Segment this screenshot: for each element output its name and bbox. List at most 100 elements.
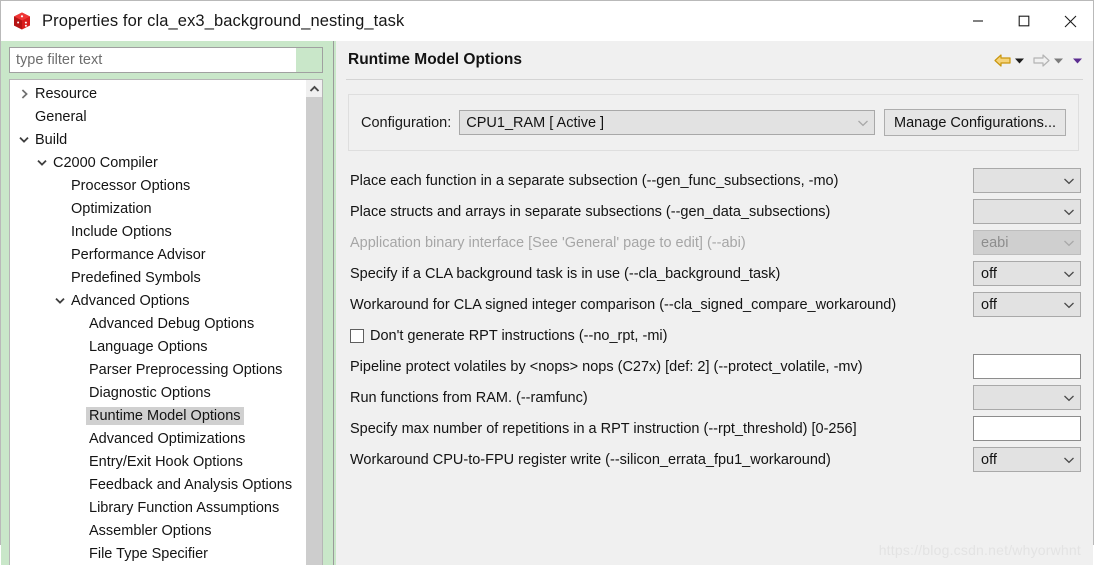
settings-panel: Runtime Model Options — [336, 41, 1093, 565]
chevron-right-icon[interactable] — [16, 88, 32, 100]
configuration-value: CPU1_RAM [ Active ] — [466, 114, 605, 131]
tree-item-optimization[interactable]: Optimization — [10, 197, 305, 220]
tree-item-label: Resource — [35, 85, 98, 102]
chevron-down-icon[interactable] — [16, 135, 32, 144]
scroll-up-button[interactable] — [306, 80, 322, 97]
chevron-down-icon — [1062, 270, 1076, 278]
tree-item-library-function-assumptions[interactable]: Library Function Assumptions — [10, 496, 305, 519]
tree-item-file-type-specifier[interactable]: File Type Specifier — [10, 542, 305, 565]
select-application-binary-interface-see-general-page-to: eabi — [973, 230, 1081, 255]
select-value: off — [981, 265, 997, 282]
search-input[interactable] — [10, 48, 322, 72]
select-place-each-function-in-a-separate-subsection-gen[interactable] — [973, 168, 1081, 193]
configuration-select[interactable]: CPU1_RAM [ Active ] — [459, 110, 875, 135]
option-label: Specify max number of repetitions in a R… — [350, 420, 857, 437]
maximize-button[interactable] — [1001, 1, 1047, 41]
tree-item-label: Assembler Options — [89, 522, 212, 539]
tree-item-parser-preprocessing-options[interactable]: Parser Preprocessing Options — [10, 358, 305, 381]
chevron-down-icon — [1062, 456, 1076, 464]
option-label: Place each function in a separate subsec… — [350, 172, 839, 189]
tree-item-build[interactable]: Build — [10, 128, 305, 151]
tree-scrollbar[interactable] — [305, 80, 322, 565]
tree-item-entry-exit-hook-options[interactable]: Entry/Exit Hook Options — [10, 450, 305, 473]
tree-item-c2000-compiler[interactable]: C2000 Compiler — [10, 151, 305, 174]
option-label: Application binary interface [See 'Gener… — [350, 234, 746, 251]
filter-box[interactable] — [9, 47, 323, 73]
watermark-text: https://blog.csdn.net/whyorwhnt — [878, 542, 1081, 558]
option-row-place-structs-and-arrays-in-separate-subsections: Place structs and arrays in separate sub… — [346, 196, 1081, 227]
window-controls — [955, 1, 1093, 41]
tree-item-label: Feedback and Analysis Options — [89, 476, 293, 493]
chevron-down-icon — [1062, 301, 1076, 309]
select-workaround-cpu-to-fpu-register-write-silicon-err[interactable]: off — [973, 447, 1081, 472]
scrollbar-thumb[interactable] — [306, 97, 322, 565]
arrow-right-icon — [1033, 53, 1050, 68]
tree-item-label: Language Options — [89, 338, 208, 355]
pane-divider[interactable] — [333, 41, 336, 565]
tree-item-include-options[interactable]: Include Options — [10, 220, 305, 243]
manage-configurations-button[interactable]: Manage Configurations... — [883, 109, 1066, 136]
back-history-caret-down-icon[interactable] — [1014, 56, 1025, 65]
ccs-project-cube-icon — [11, 10, 33, 32]
tree-item-feedback-and-analysis-options[interactable]: Feedback and Analysis Options — [10, 473, 305, 496]
checkbox-group[interactable]: Don't generate RPT instructions (--no_rp… — [350, 328, 1081, 344]
navigation-history-controls — [994, 41, 1083, 79]
tree-item-language-options[interactable]: Language Options — [10, 335, 305, 358]
select-workaround-for-cla-signed-integer-comparison-cla[interactable]: off — [973, 292, 1081, 317]
checkbox-don-t-generate-rpt-instructions-no-rpt-mi[interactable] — [350, 328, 364, 343]
option-row-run-functions-from-ram-ramfunc: Run functions from RAM. (--ramfunc) — [346, 382, 1081, 413]
select-run-functions-from-ram-ramfunc[interactable] — [973, 385, 1081, 410]
tree-item-diagnostic-options[interactable]: Diagnostic Options — [10, 381, 305, 404]
option-label: Pipeline protect volatiles by <nops> nop… — [350, 358, 863, 375]
close-button[interactable] — [1047, 1, 1093, 41]
tree-item-performance-advisor[interactable]: Performance Advisor — [10, 243, 305, 266]
tree-item-label: General — [35, 108, 87, 125]
option-label: Workaround for CLA signed integer compar… — [350, 296, 897, 313]
minimize-button[interactable] — [955, 1, 1001, 41]
tree-item-label: Advanced Optimizations — [89, 430, 246, 447]
option-label: Specify if a CLA background task is in u… — [350, 265, 781, 282]
tree-item-label: Library Function Assumptions — [89, 499, 280, 516]
chevron-down-icon[interactable] — [52, 296, 68, 305]
tree-item-predefined-symbols[interactable]: Predefined Symbols — [10, 266, 305, 289]
tree-item-label: Build — [35, 131, 68, 148]
option-row-workaround-cpu-to-fpu-register-write-silicon-err: Workaround CPU-to-FPU register write (--… — [346, 444, 1081, 475]
option-row-place-each-function-in-a-separate-subsection-gen: Place each function in a separate subsec… — [346, 165, 1081, 196]
option-row-specify-if-a-cla-background-task-is-in-use-cla-b: Specify if a CLA background task is in u… — [346, 258, 1081, 289]
tree-item-resource[interactable]: Resource — [10, 82, 305, 105]
tree-item-advanced-debug-options[interactable]: Advanced Debug Options — [10, 312, 305, 335]
panel-header: Runtime Model Options — [336, 41, 1093, 79]
tree-item-label: Diagnostic Options — [89, 384, 211, 401]
tree-item-label: Performance Advisor — [71, 246, 206, 263]
option-row-application-binary-interface-see-general-page-to: Application binary interface [See 'Gener… — [346, 227, 1081, 258]
option-label: Run functions from RAM. (--ramfunc) — [350, 389, 588, 406]
tree-item-advanced-optimizations[interactable]: Advanced Optimizations — [10, 427, 305, 450]
tree-item-advanced-options[interactable]: Advanced Options — [10, 289, 305, 312]
chevron-down-icon[interactable] — [34, 158, 50, 167]
chevron-down-icon — [1062, 239, 1076, 247]
input-pipeline-protect-volatiles-by-nops-nops-c27x-def[interactable] — [973, 354, 1081, 379]
tree-item-runtime-model-options[interactable]: Runtime Model Options — [10, 404, 305, 427]
tree-item-label: Optimization — [71, 200, 152, 217]
tree-item-general[interactable]: General — [10, 105, 305, 128]
select-value: off — [981, 296, 997, 313]
window-title: Properties for cla_ex3_background_nestin… — [42, 11, 405, 30]
view-menu-caret-down-icon[interactable] — [1072, 56, 1083, 65]
chevron-down-icon — [1062, 208, 1076, 216]
option-row-pipeline-protect-volatiles-by-nops-nops-c27x-def: Pipeline protect volatiles by <nops> nop… — [346, 351, 1081, 382]
select-specify-if-a-cla-background-task-is-in-use-cla-b[interactable]: off — [973, 261, 1081, 286]
tree-item-assembler-options[interactable]: Assembler Options — [10, 519, 305, 542]
option-row-don-t-generate-rpt-instructions-no-rpt-mi: Don't generate RPT instructions (--no_rp… — [346, 320, 1081, 351]
input-specify-max-number-of-repetitions-in-a-rpt-instr[interactable] — [973, 416, 1081, 441]
chevron-down-icon — [1062, 177, 1076, 185]
configuration-group: Configuration: CPU1_RAM [ Active ] Manag… — [348, 94, 1079, 151]
panel-content: Configuration: CPU1_RAM [ Active ] Manag… — [336, 80, 1093, 565]
select-place-structs-and-arrays-in-separate-subsections[interactable] — [973, 199, 1081, 224]
tree-item-processor-options[interactable]: Processor Options — [10, 174, 305, 197]
arrow-left-icon[interactable] — [994, 53, 1011, 68]
select-value: off — [981, 451, 997, 468]
